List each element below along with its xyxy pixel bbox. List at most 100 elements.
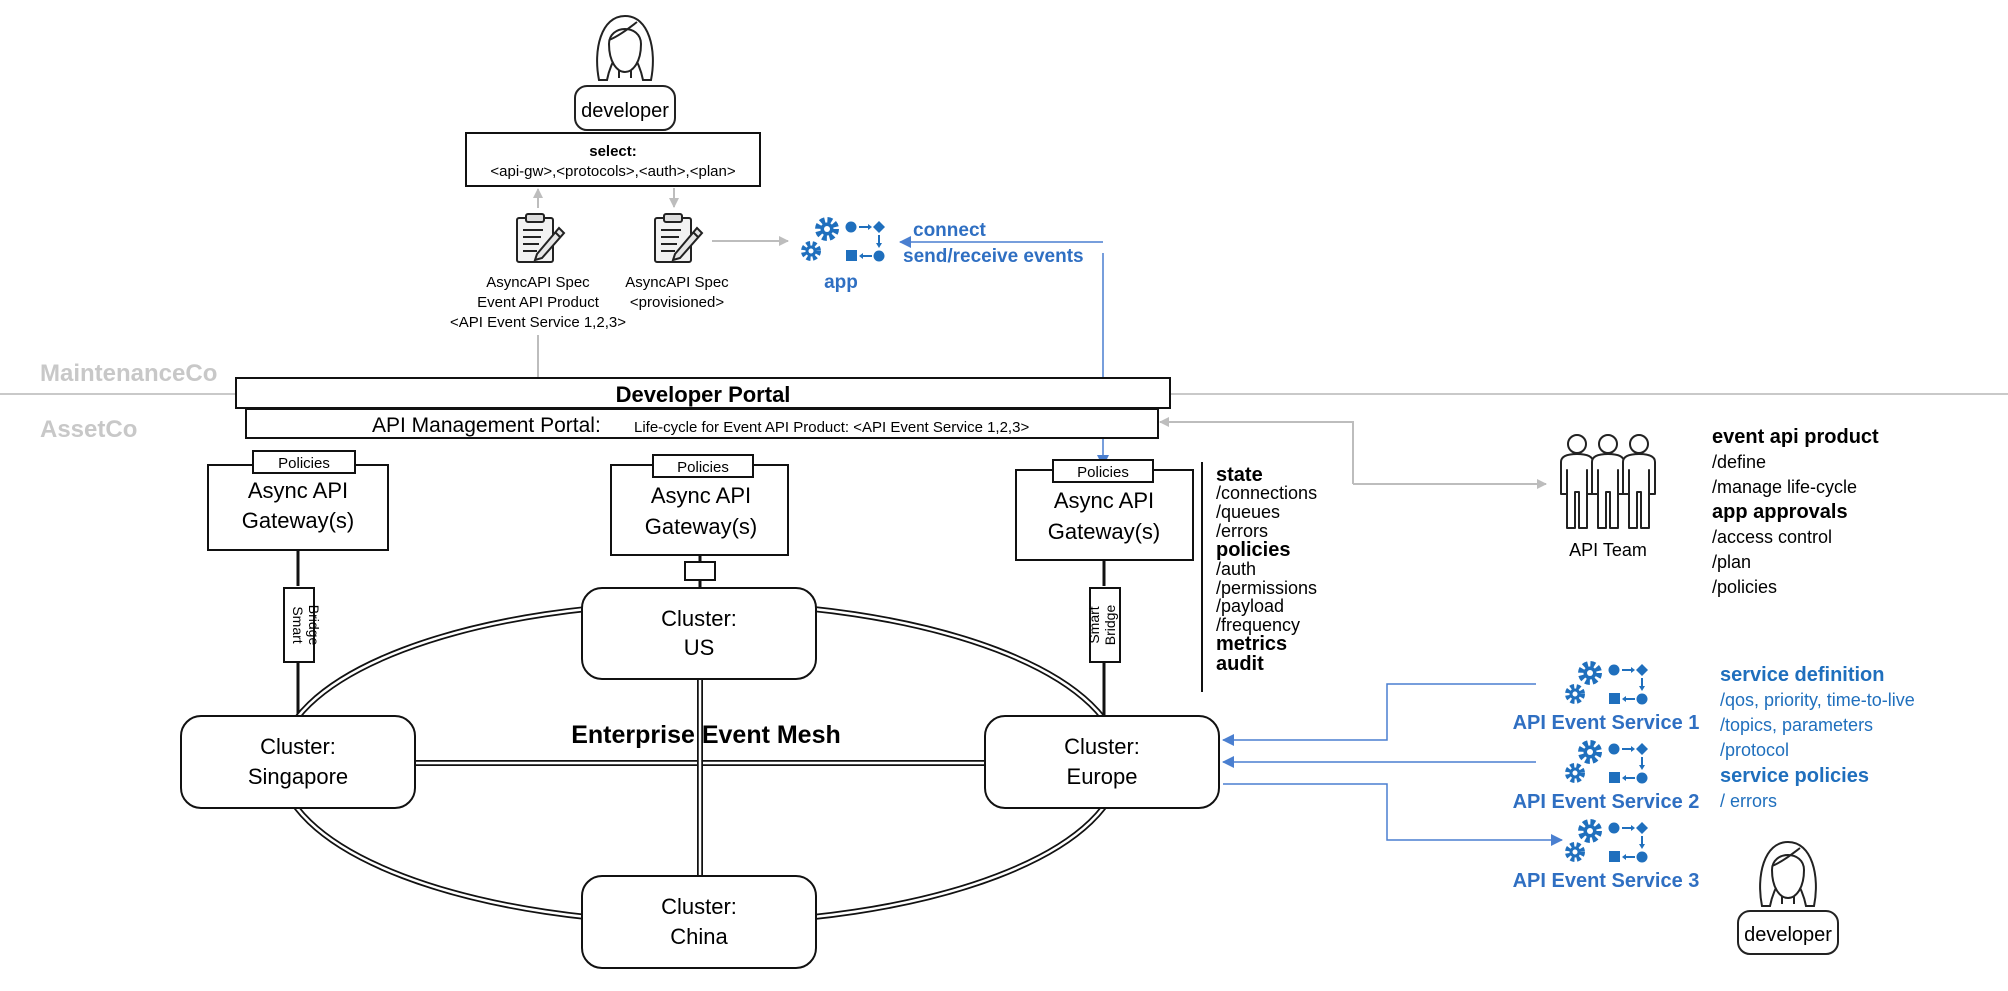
cluster-us: Cluster: US xyxy=(581,587,817,680)
feature-errors: /errors xyxy=(1216,521,1268,541)
gateway-line2: Gateway(s) xyxy=(645,514,757,539)
clipboard-icon xyxy=(654,213,703,263)
spec-left-line1: AsyncAPI Spec xyxy=(486,274,590,291)
api-mgmt-portal-sublabel: Life-cycle for Event API Product: <API E… xyxy=(634,419,1029,436)
person-icon xyxy=(1560,434,1594,529)
manage-item: /manage life-cycle xyxy=(1712,477,1857,497)
developer-portal[interactable]: Developer Portal xyxy=(235,377,1171,409)
event-flow-icon xyxy=(844,220,886,263)
api-team-label: API Team xyxy=(1569,540,1647,560)
smart-bridge-line1: Smart xyxy=(290,606,306,643)
gateway-us: Policies Async API Gateway(s) xyxy=(610,454,789,556)
feature-policies: policies xyxy=(1216,539,1290,561)
gear-icon xyxy=(1582,823,1599,840)
zone-label-assetco: AssetCo xyxy=(40,416,137,443)
event-service-2[interactable]: API Event Service 2 xyxy=(1513,743,1700,813)
feature-auth: /auth xyxy=(1216,559,1256,579)
gateway-line1: Async API xyxy=(1054,488,1154,513)
mesh-label: Enterprise Event Mesh xyxy=(571,721,841,749)
cluster-line2: China xyxy=(670,924,728,949)
spec-right-line2: <provisioned> xyxy=(630,294,724,311)
developer-portal-label: Developer Portal xyxy=(616,382,791,407)
feature-metrics: metrics xyxy=(1216,633,1287,655)
feature-state: state xyxy=(1216,464,1263,486)
person-icon xyxy=(1622,434,1656,529)
zone-label-maintenanceco: MaintenanceCo xyxy=(40,360,217,387)
event-service-label: API Event Service 3 xyxy=(1513,870,1700,892)
feature-payload: /payload xyxy=(1216,596,1284,616)
select-line2: <api-gw>,<protocols>,<auth>,<plan> xyxy=(490,163,735,180)
smart-bridge-line1: Smart xyxy=(1086,606,1102,643)
top-developer: developer xyxy=(574,15,676,131)
spec-left-line2: Event API Product xyxy=(477,294,600,311)
event-service-3[interactable]: API Event Service 3 xyxy=(1513,822,1700,892)
clipboard-icon xyxy=(516,213,565,263)
gateway-line2: Gateway(s) xyxy=(1048,519,1160,544)
service-details: service definition /qos, priority, time-… xyxy=(1720,664,1915,811)
gear-icon xyxy=(1568,687,1582,701)
cluster-singapore: Cluster: Singapore xyxy=(180,715,416,809)
event-flow-icon xyxy=(1607,742,1649,785)
cluster-line1: Cluster: xyxy=(260,734,336,759)
feature-connections: /connections xyxy=(1216,483,1317,503)
app: app connect send/receive events xyxy=(804,220,1084,293)
gear-icon xyxy=(804,244,818,258)
service-errors-item: / errors xyxy=(1720,791,1777,811)
gateway-policies: Policies xyxy=(278,455,330,472)
feature-permissions: /permissions xyxy=(1216,578,1317,598)
smart-bridge-europe: Smart Bridge xyxy=(1086,587,1121,663)
event-service-connectors xyxy=(1222,683,1563,846)
feature-audit: audit xyxy=(1216,653,1264,675)
gateway-line1: Async API xyxy=(651,483,751,508)
top-developer-label: developer xyxy=(581,100,669,122)
gateway-policies: Policies xyxy=(1077,464,1129,481)
api-mgmt-portal-label: API Management Portal: xyxy=(372,414,601,437)
api-management-portal[interactable]: API Management Portal: Life-cycle for Ev… xyxy=(245,408,1159,439)
define-item: /define xyxy=(1712,452,1766,472)
cluster-line2: Singapore xyxy=(248,764,348,789)
event-service-label: API Event Service 2 xyxy=(1513,791,1700,813)
feature-frequency: /frequency xyxy=(1216,615,1300,635)
smart-bridge-singapore: Smart Bridge xyxy=(283,587,322,663)
api-team-responsibilities: event api product /define /manage life-c… xyxy=(1712,426,1879,597)
policies-item: /policies xyxy=(1712,577,1777,597)
gateway-line2: Gateway(s) xyxy=(242,508,354,533)
app-approvals-heading: app approvals xyxy=(1712,501,1848,523)
developer-woman-icon xyxy=(596,15,654,81)
cluster-line2: Europe xyxy=(1067,764,1138,789)
gateway-line1: Async API xyxy=(248,478,348,503)
app-send-receive: send/receive events xyxy=(903,246,1084,267)
gear-icon xyxy=(1582,665,1599,682)
gateway-features: state /connections /queues /errors polic… xyxy=(1216,464,1317,675)
cluster-line2: US xyxy=(684,635,715,660)
gear-icon xyxy=(1568,845,1582,859)
api-team: API Team xyxy=(1560,434,1656,560)
connector-api-team xyxy=(1159,417,1354,484)
bottom-developer-label: developer xyxy=(1744,924,1832,946)
gear-icon xyxy=(1568,766,1582,780)
event-service-1[interactable]: API Event Service 1 xyxy=(1513,664,1700,734)
topics-item: /topics, parameters xyxy=(1720,715,1873,735)
smart-bridge-line2: Bridge xyxy=(1102,605,1118,646)
us-gateway-connector xyxy=(684,561,716,581)
protocol-item: /protocol xyxy=(1720,740,1789,760)
qos-item: /qos, priority, time-to-live xyxy=(1720,690,1915,710)
event-flow-icon xyxy=(1607,663,1649,706)
cluster-china: Cluster: China xyxy=(581,875,817,969)
service-policies-heading: service policies xyxy=(1720,765,1869,787)
cluster-europe: Cluster: Europe xyxy=(984,715,1220,809)
plan-item: /plan xyxy=(1712,552,1751,572)
gear-icon xyxy=(819,221,836,238)
service-definition-heading: service definition xyxy=(1720,664,1885,686)
spec-right-line1: AsyncAPI Spec xyxy=(625,274,729,291)
smart-bridge-line2: Bridge xyxy=(306,605,322,646)
gateway-singapore: Policies Policies Async API Gateway(s) xyxy=(207,450,389,551)
cluster-line1: Cluster: xyxy=(661,894,737,919)
select-line1: select: xyxy=(589,143,637,160)
bottom-developer: developer xyxy=(1737,841,1839,955)
app-label: app xyxy=(824,272,858,293)
person-icon xyxy=(1591,434,1625,529)
spec-left: AsyncAPI Spec Event API Product <API Eve… xyxy=(450,213,626,331)
spec-right: AsyncAPI Spec <provisioned> xyxy=(625,213,729,311)
